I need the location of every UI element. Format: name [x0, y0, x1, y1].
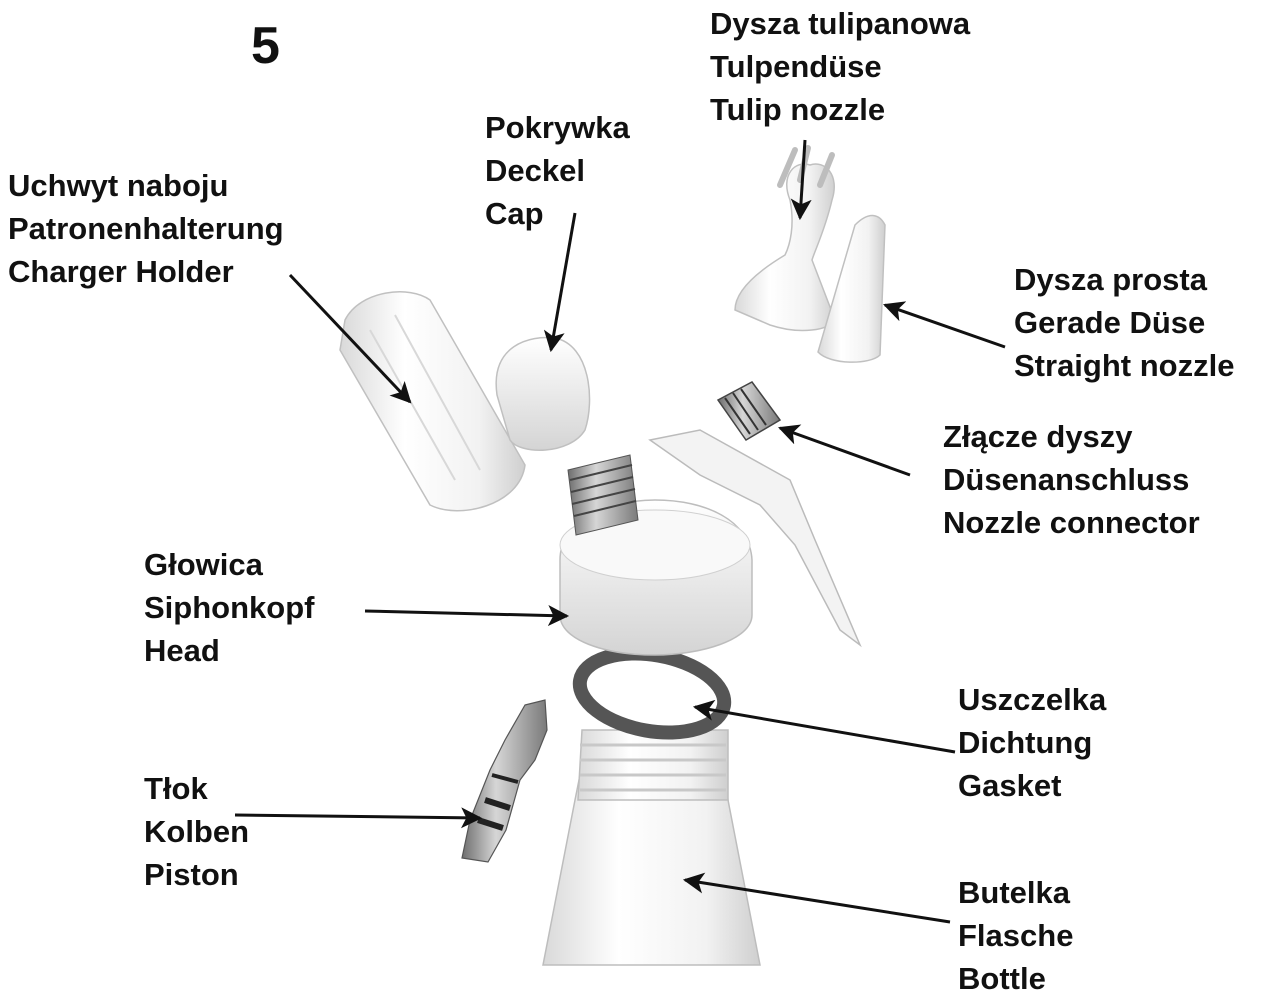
label-tulip-nozzle-pl: Dysza tulipanowa [710, 2, 970, 45]
head-shape [560, 430, 860, 655]
label-straight-nozzle-de: Gerade Düse [1014, 301, 1234, 344]
label-charger-holder-pl: Uchwyt naboju [8, 164, 284, 207]
piston-shape [462, 700, 547, 862]
label-cap-en: Cap [485, 192, 630, 235]
label-charger-holder: Uchwyt naboju Patronenhalterung Charger … [8, 164, 284, 293]
label-charger-holder-en: Charger Holder [8, 250, 284, 293]
label-straight-nozzle-pl: Dysza prosta [1014, 258, 1234, 301]
label-charger-holder-de: Patronenhalterung [8, 207, 284, 250]
arrow-nozzle-connector [780, 428, 910, 475]
label-gasket: Uszczelka Dichtung Gasket [958, 678, 1106, 807]
tulip-nozzle-shape [735, 148, 835, 330]
label-gasket-de: Dichtung [958, 721, 1106, 764]
label-cap-pl: Pokrywka [485, 106, 630, 149]
label-nozzle-connector: Złącze dyszy Düsenanschluss Nozzle conne… [943, 415, 1200, 544]
label-piston-en: Piston [144, 853, 249, 896]
label-piston-pl: Tłok [144, 767, 249, 810]
step-number: 5 [251, 14, 280, 78]
label-tulip-nozzle-de: Tulpendüse [710, 45, 970, 88]
label-straight-nozzle-en: Straight nozzle [1014, 344, 1234, 387]
label-gasket-en: Gasket [958, 764, 1106, 807]
label-bottle-de: Flasche [958, 914, 1073, 957]
label-bottle-en: Bottle [958, 957, 1073, 1000]
label-nozzle-connector-de: Düsenanschluss [943, 458, 1200, 501]
label-piston-de: Kolben [144, 810, 249, 853]
label-cap: Pokrywka Deckel Cap [485, 106, 630, 235]
label-tulip-nozzle: Dysza tulipanowa Tulpendüse Tulip nozzle [710, 2, 970, 131]
arrow-gasket [695, 707, 955, 752]
arrow-straight-nozzle [885, 305, 1005, 347]
label-piston: Tłok Kolben Piston [144, 767, 249, 896]
label-head: Głowica Siphonkopf Head [144, 543, 314, 672]
charger-holder-shape [340, 292, 525, 511]
gasket-ring [574, 643, 731, 743]
label-gasket-pl: Uszczelka [958, 678, 1106, 721]
cap-shape [496, 338, 589, 451]
label-straight-nozzle: Dysza prosta Gerade Düse Straight nozzle [1014, 258, 1234, 387]
label-head-en: Head [144, 629, 314, 672]
label-nozzle-connector-en: Nozzle connector [943, 501, 1200, 544]
arrow-head [365, 611, 567, 616]
label-bottle-pl: Butelka [958, 871, 1073, 914]
label-cap-de: Deckel [485, 149, 630, 192]
label-head-pl: Głowica [144, 543, 314, 586]
arrow-piston [235, 815, 480, 818]
straight-nozzle-shape [818, 216, 885, 363]
label-tulip-nozzle-en: Tulip nozzle [710, 88, 970, 131]
nozzle-connector-shape [718, 382, 780, 440]
label-bottle: Butelka Flasche Bottle [958, 871, 1073, 1000]
label-nozzle-connector-pl: Złącze dyszy [943, 415, 1200, 458]
label-head-de: Siphonkopf [144, 586, 314, 629]
bottle-shape [543, 730, 760, 965]
